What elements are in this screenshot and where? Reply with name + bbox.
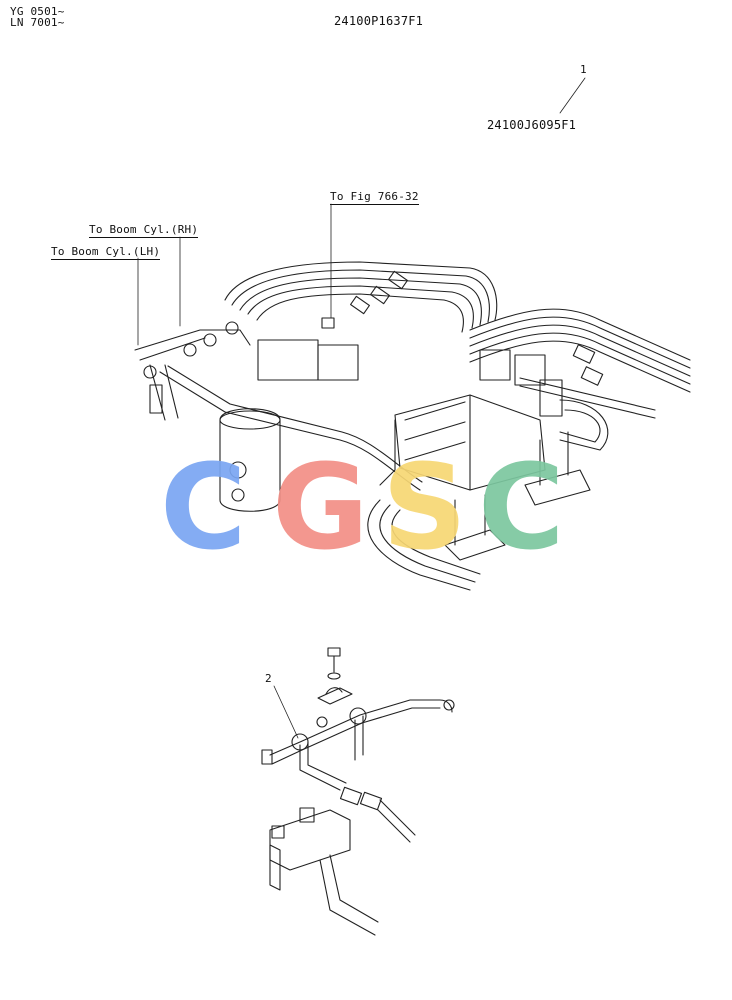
- serial-range-2: LN 7001~: [10, 16, 65, 29]
- cgsc-watermark: C G S C: [160, 438, 565, 576]
- serial-range-1: YG 0501~: [10, 5, 65, 18]
- machine-assembly-drawing: [134, 261, 691, 591]
- callout-1-part-number: 24100J6095F1: [487, 118, 577, 132]
- leader-lines: [137, 77, 586, 739]
- label-to-boom-lh: To Boom Cyl.(LH): [51, 245, 161, 260]
- callout-1-leader: [559, 77, 586, 114]
- clamp: [317, 687, 353, 705]
- callout-1-index: 1: [580, 63, 587, 76]
- figure-number: 24100P1637F1: [334, 14, 424, 28]
- label-to-fig: To Fig 766-32: [330, 190, 419, 205]
- pipe-assembly-detail: [261, 647, 455, 936]
- bolt: [327, 647, 341, 680]
- callout-2-index: 2: [265, 672, 272, 685]
- watermark-letter-c2: C: [478, 438, 565, 576]
- label-to-boom-rh: To Boom Cyl.(RH): [89, 223, 199, 238]
- watermark-letter-g: G: [272, 438, 369, 576]
- watermark-letter-c1: C: [160, 438, 247, 576]
- watermark-letter-s: S: [382, 438, 467, 576]
- callout-2-leader: [273, 685, 299, 739]
